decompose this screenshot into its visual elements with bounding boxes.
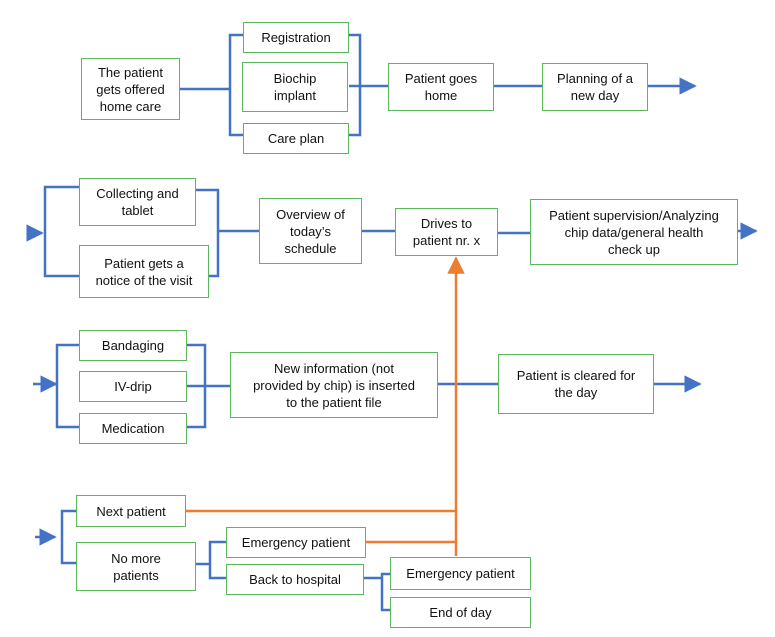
node-iv-drip: IV-drip <box>79 371 187 402</box>
node-overview: Overview of today’s schedule <box>259 198 362 264</box>
node-emergency-patient-1: Emergency patient <box>226 527 366 558</box>
node-supervision: Patient supervision/Analyzing chip data/… <box>530 199 738 265</box>
node-back-to-hospital: Back to hospital <box>226 564 364 595</box>
node-start: The patient gets offered home care <box>81 58 180 120</box>
node-end-of-day: End of day <box>390 597 531 628</box>
node-biochip: Biochip implant <box>242 62 348 112</box>
closing-connectors <box>35 509 390 612</box>
node-bandaging: Bandaging <box>79 330 187 361</box>
node-care-plan: Care plan <box>243 123 349 154</box>
node-drives: Drives to patient nr. x <box>395 208 498 256</box>
node-next-patient: Next patient <box>76 495 186 527</box>
node-goes-home: Patient goes home <box>388 63 494 111</box>
node-emergency-patient-2: Emergency patient <box>390 557 531 590</box>
node-planning: Planning of a new day <box>542 63 648 111</box>
interrupt-connectors <box>186 256 465 556</box>
node-new-info: New information (not provided by chip) i… <box>230 352 438 418</box>
node-collecting: Collecting and tablet <box>79 178 196 226</box>
node-registration: Registration <box>243 22 349 53</box>
treatment-connectors <box>33 343 702 429</box>
node-notice: Patient gets a notice of the visit <box>79 245 209 298</box>
node-medication: Medication <box>79 413 187 444</box>
intake-connectors <box>180 33 697 137</box>
node-no-more-patients: No more patients <box>76 542 196 591</box>
node-cleared: Patient is cleared for the day <box>498 354 654 414</box>
